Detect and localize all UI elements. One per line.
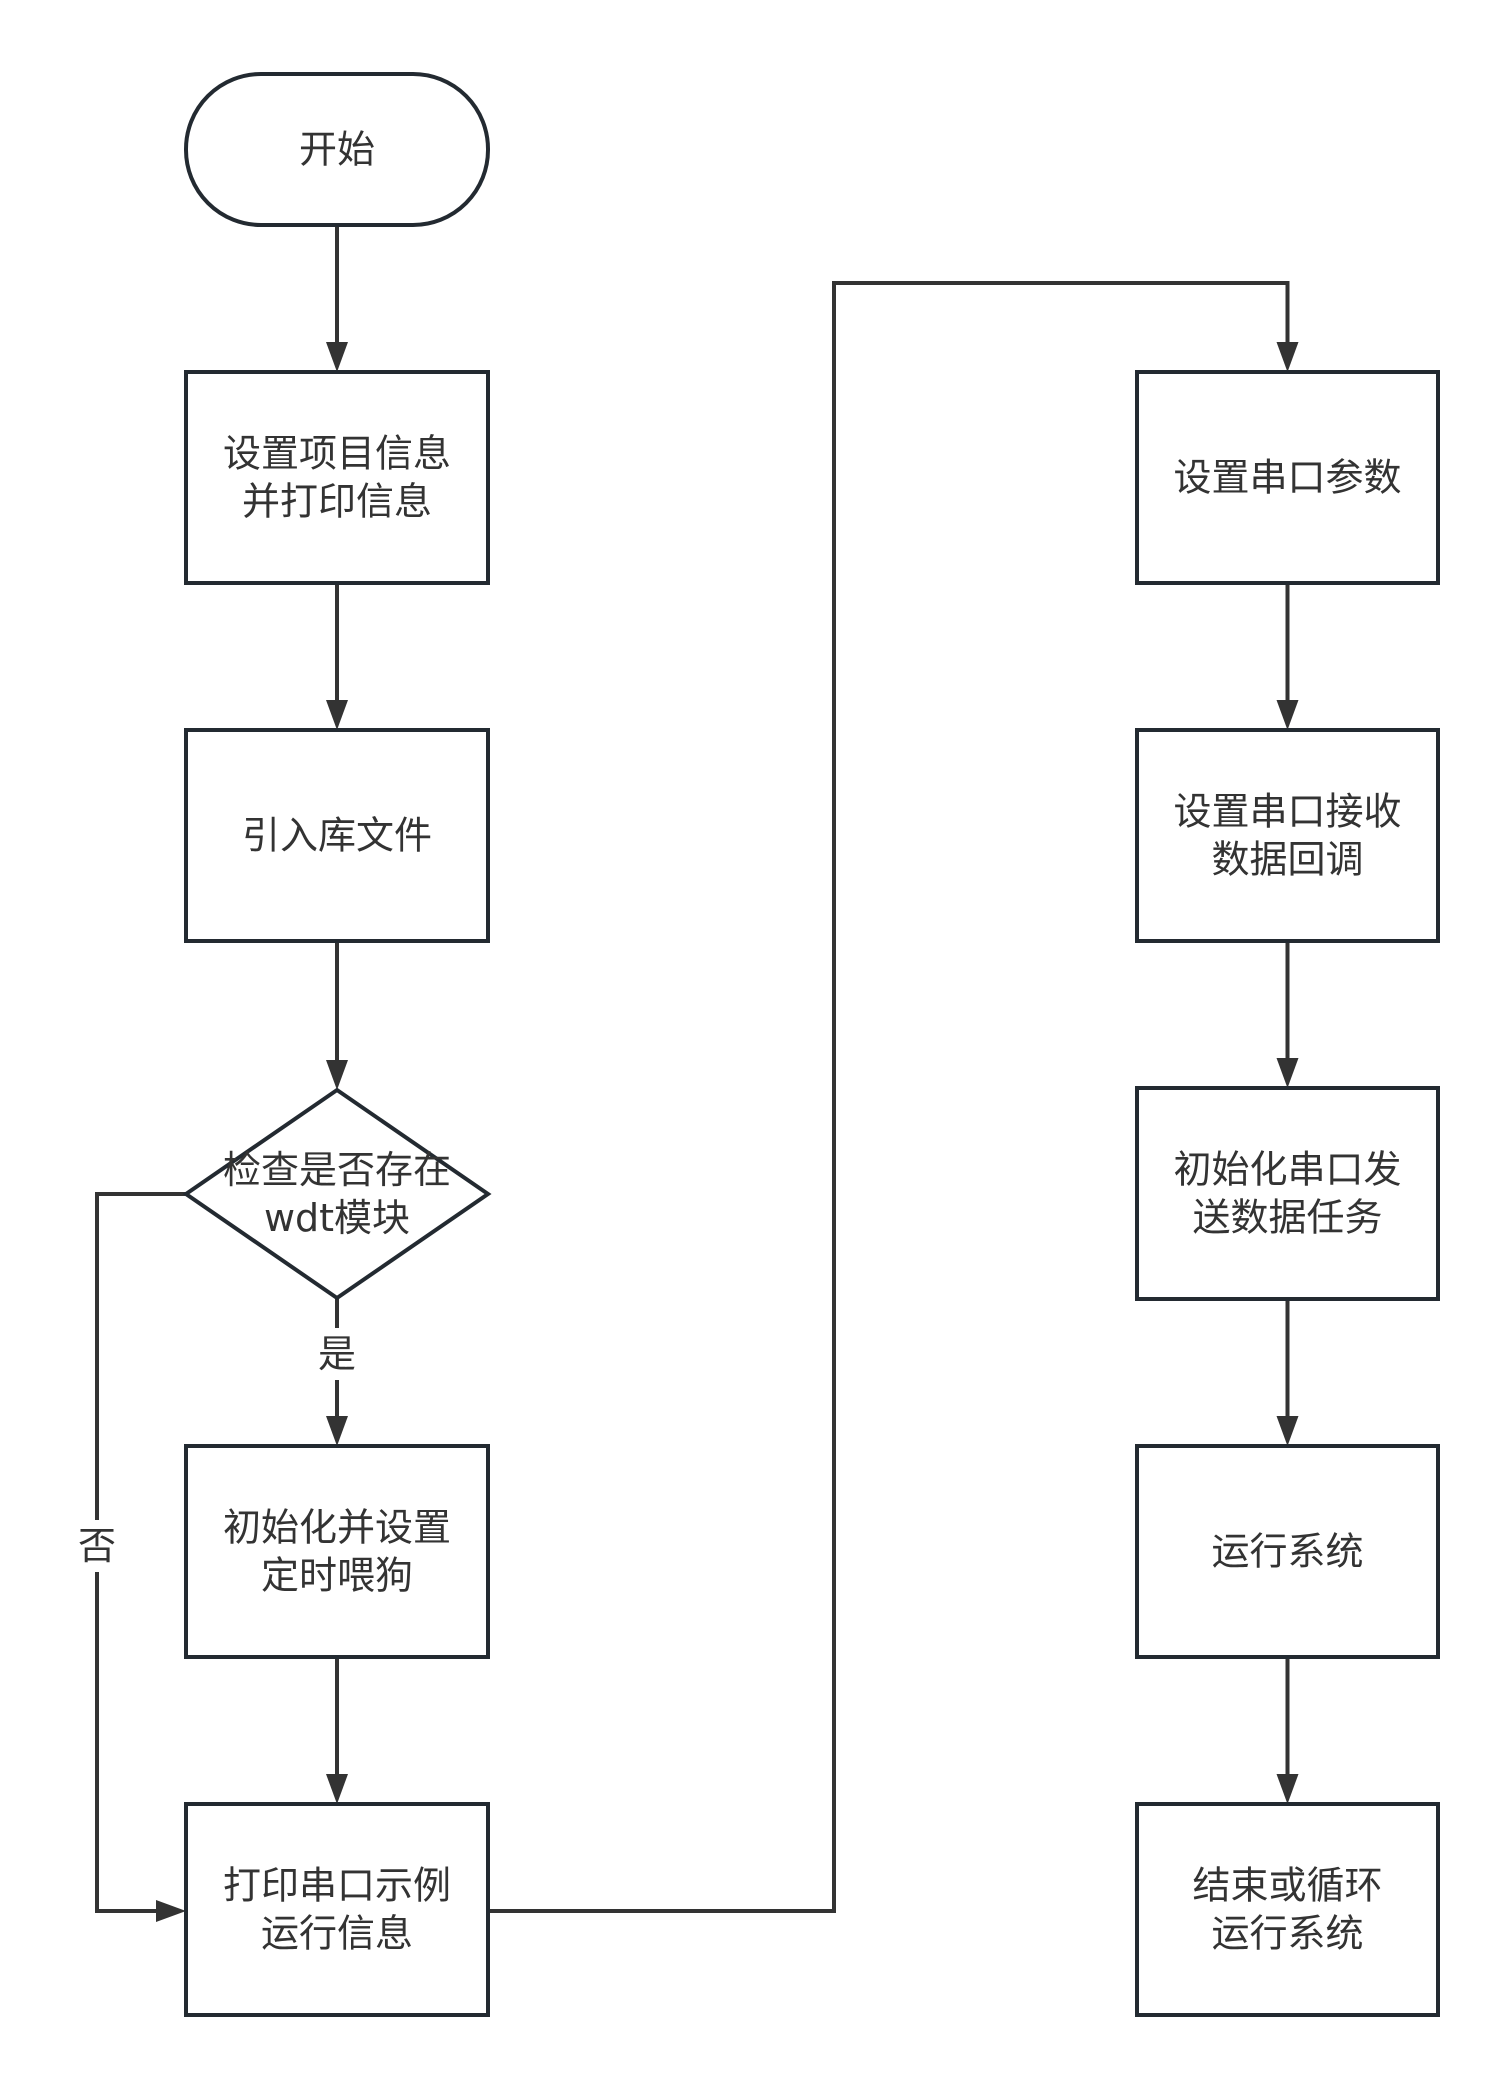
node-label: 运行系统 — [1211, 1912, 1363, 1956]
node-label: 引入库文件 — [242, 814, 432, 858]
arrowhead-icon — [326, 1774, 348, 1804]
node-label: 结束或循环 — [1192, 1864, 1382, 1908]
process-shape — [184, 370, 490, 585]
edge-tx-task-to-run-system — [1276, 1299, 1299, 1446]
edge-run-system-to-end-or-loop — [1276, 1657, 1299, 1804]
node-label: 运行信息 — [261, 1912, 413, 1956]
node-label: wdt模块 — [264, 1196, 410, 1240]
edge-check-wdt-yes — [326, 1298, 348, 1446]
edge-set-uart-params-to-rx-callback — [1276, 583, 1299, 730]
node-label: 初始化串口发 — [1173, 1148, 1401, 1192]
process-shape — [184, 728, 490, 943]
arrowhead-icon — [326, 342, 348, 372]
arrowhead-icon — [326, 700, 348, 730]
node-label: 设置项目信息 — [223, 432, 451, 476]
node-label: 设置串口参数 — [1173, 456, 1401, 500]
decision-shape — [182, 1087, 492, 1301]
arrowhead-icon — [156, 1900, 186, 1922]
arrowhead-icon — [1276, 1058, 1299, 1088]
edge-start-to-set-project-info — [326, 225, 348, 372]
node-label: 定时喂狗 — [261, 1554, 413, 1598]
node-import-libs: 引入库文件 — [184, 728, 490, 943]
node-run-system: 运行系统 — [1135, 1444, 1440, 1659]
edge-check-wdt-no — [95, 1192, 186, 1922]
node-label: 初始化并设置 — [223, 1506, 451, 1550]
arrowhead-icon — [1276, 342, 1299, 372]
edge-rx-callback-to-tx-task — [1276, 941, 1299, 1088]
process-shape — [184, 1802, 490, 2017]
process-shape — [1135, 728, 1440, 943]
node-label: 并打印信息 — [242, 480, 432, 524]
process-shape — [1135, 1086, 1440, 1301]
node-label: 检查是否存在 — [223, 1148, 451, 1192]
terminal-shape — [184, 72, 490, 227]
nodes-layer: 开始设置项目信息并打印信息引入库文件检查是否存在wdt模块初始化并设置定时喂狗打… — [182, 72, 1440, 2017]
node-label: 开始 — [299, 128, 375, 172]
edge-import-libs-to-check-wdt — [326, 941, 348, 1090]
edge-label-no: 否 — [78, 1524, 116, 1568]
edge-print-uart-demo-to-set-uart-params — [488, 281, 1299, 1913]
edges-layer — [95, 225, 1299, 1922]
node-label: 送数据任务 — [1192, 1196, 1382, 1240]
process-shape — [1135, 1802, 1440, 2017]
node-label: 数据回调 — [1211, 838, 1363, 882]
process-shape — [1135, 1444, 1440, 1659]
arrowhead-icon — [1276, 1416, 1299, 1446]
node-set-uart-params: 设置串口参数 — [1135, 370, 1440, 585]
process-shape — [184, 1444, 490, 1659]
arrowhead-icon — [1276, 1774, 1299, 1804]
process-shape — [1135, 370, 1440, 585]
edge-init-wdt-to-print-uart-demo — [326, 1657, 348, 1804]
node-label: 打印串口示例 — [223, 1864, 451, 1908]
arrowhead-icon — [326, 1060, 348, 1090]
arrowhead-icon — [326, 1416, 348, 1446]
arrowhead-icon — [1276, 700, 1299, 730]
edge-set-project-info-to-import-libs — [326, 583, 348, 730]
node-label: 运行系统 — [1211, 1530, 1363, 1574]
node-start: 开始 — [184, 72, 490, 227]
edge-label-yes: 是 — [318, 1332, 356, 1376]
edge-labels-layer: 是否 — [78, 1332, 356, 1568]
node-label: 设置串口接收 — [1173, 790, 1401, 834]
